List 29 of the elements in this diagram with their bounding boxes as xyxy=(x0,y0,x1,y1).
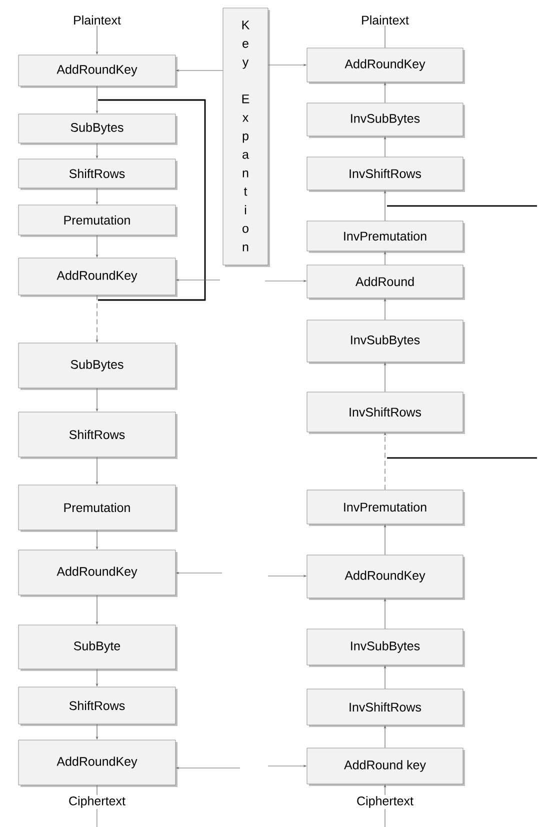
process-box: InvShiftRows xyxy=(306,392,465,434)
process-box: InvSubBytes xyxy=(306,628,465,667)
process-box: Premutation xyxy=(18,204,178,237)
process-box: SubByte xyxy=(18,624,178,671)
process-box: InvPremutation xyxy=(306,490,465,526)
process-box: InvPremutation xyxy=(306,220,465,253)
process-box: ShiftRows xyxy=(18,686,178,726)
process-box: SubBytes xyxy=(18,114,178,145)
io-label: Plaintext xyxy=(74,15,121,25)
process-box: AddRoundKey xyxy=(306,554,465,600)
process-box: InvShiftRows xyxy=(306,156,465,192)
process-box: AddRoundKey xyxy=(18,258,178,297)
io-label: Ciphertext xyxy=(357,796,414,808)
process-box: SubBytes xyxy=(18,342,178,390)
process-box: InvSubBytes xyxy=(306,102,465,138)
process-box: AddRoundKey xyxy=(18,54,178,88)
process-box: AddRoundKey xyxy=(306,48,465,84)
process-box: AddRoundKey xyxy=(18,550,178,597)
io-label: Plaintext xyxy=(362,15,409,25)
io-label: Ciphertext xyxy=(69,796,126,808)
process-box: Premutation xyxy=(18,484,178,532)
process-box: ShiftRows xyxy=(18,158,178,190)
process-box: InvSubBytes xyxy=(306,320,465,364)
process-box: AddRound xyxy=(306,264,465,300)
key-expansion-box: Key Expantion xyxy=(222,8,270,267)
process-box: AddRound key xyxy=(306,748,465,786)
process-box: ShiftRows xyxy=(18,412,178,459)
process-box: AddRoundKey xyxy=(18,740,178,787)
process-box: InvShiftRows xyxy=(306,688,465,727)
